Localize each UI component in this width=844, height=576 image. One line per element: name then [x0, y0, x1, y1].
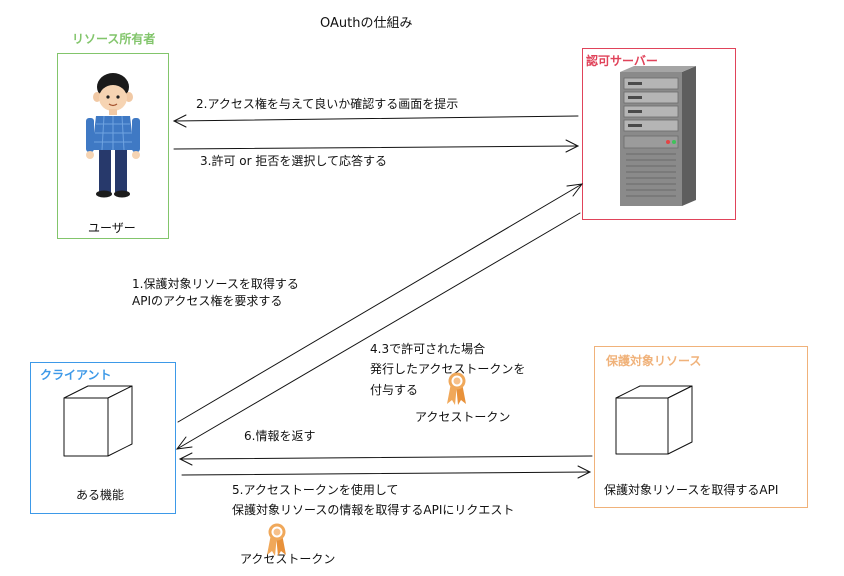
- auth-server-label: 認可サーバー: [586, 54, 658, 68]
- protected-resource-label: 保護対象リソース: [606, 354, 702, 368]
- arrow-step3: [173, 139, 580, 153]
- server-icon: [620, 66, 696, 206]
- step6-text: 6.情報を返す: [244, 429, 316, 443]
- client-label: クライアント: [40, 368, 112, 382]
- step2-text: 2.アクセス権を与えて良いか確認する画面を提示: [196, 97, 459, 111]
- user-label: ユーザー: [88, 221, 136, 235]
- diagram-title: OAuthの仕組み: [320, 16, 413, 31]
- step1-text-line2: APIのアクセス権を要求する: [132, 294, 283, 308]
- step3-text: 3.許可 or 拒否を選択して応答する: [200, 154, 387, 168]
- resource-owner-label: リソース所有者: [72, 32, 156, 46]
- step5-text-line1: 5.アクセストークンを使用して: [232, 483, 399, 497]
- step1-text-line1: 1.保護対象リソースを取得する: [132, 277, 299, 291]
- protected-resource-api-label: 保護対象リソースを取得するAPI: [604, 483, 779, 497]
- step4-text-line1: 4.3で許可された場合: [370, 342, 486, 356]
- arrow-step6: [178, 452, 593, 466]
- access-token-label-lower: アクセストークン: [240, 552, 336, 566]
- arrow-step2: [172, 114, 579, 128]
- step4-text-line3: 付与する: [370, 383, 419, 397]
- arrow-step5: [181, 465, 592, 479]
- step5-text-line2: 保護対象リソースの情報を取得するAPIにリクエスト: [232, 503, 515, 517]
- client-box: [30, 362, 176, 514]
- ribbon-icon: [267, 523, 286, 556]
- arrow-step4: [175, 212, 581, 450]
- client-cube-icon: [63, 385, 133, 457]
- resource-cube-icon: [615, 385, 693, 455]
- protected-resource-box: [594, 346, 808, 508]
- auth-server-box: [582, 48, 736, 220]
- resource-owner-box: [57, 53, 169, 239]
- ribbon-icon: [447, 372, 466, 405]
- person-icon: [86, 73, 140, 198]
- step4-text-line2: 発行したアクセストークンを: [370, 362, 526, 376]
- client-function-label: ある機能: [76, 488, 125, 502]
- arrow-step1: [177, 183, 584, 423]
- access-token-label-upper: アクセストークン: [415, 410, 511, 424]
